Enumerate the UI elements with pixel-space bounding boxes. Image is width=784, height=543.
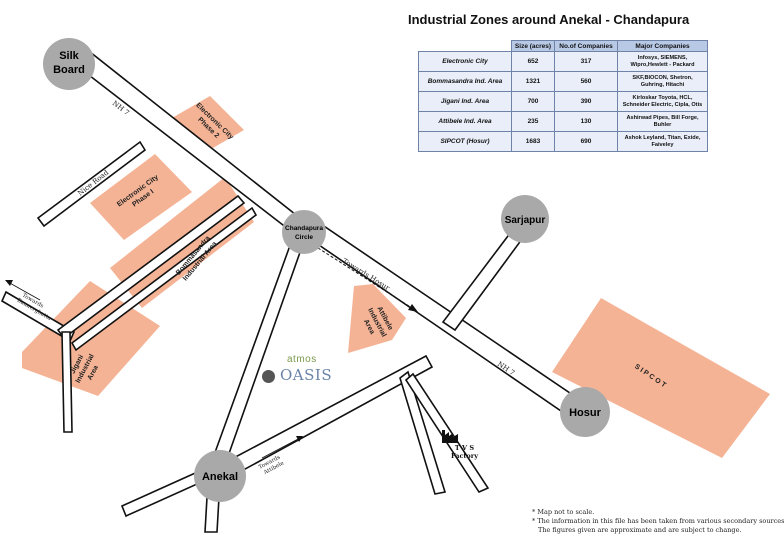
tvs-factory-label: T V S Factory	[451, 444, 478, 460]
towards-bannerghatta-arrow	[7, 281, 41, 301]
zones-table-header-row: Size (acres) No.of Companies Major Compa…	[419, 40, 708, 52]
table-row: Electronic City 652 317 Infosys, SIEMENS…	[418, 51, 708, 72]
node-silk-board[interactable]: Silk Board	[43, 38, 95, 90]
road-nice[interactable]	[36, 140, 147, 228]
table-row: Attibele Ind. Area 235 130 Ashirwad Pipe…	[418, 111, 708, 132]
node-sarjapur-label: Sarjapur	[505, 215, 546, 226]
factory-icon	[442, 430, 458, 443]
road-inner-jigani-2[interactable]	[70, 206, 258, 352]
oasis-logo-main: OASIS	[280, 366, 333, 384]
zones-table-corner	[419, 41, 512, 52]
cell-companies: 317	[554, 51, 618, 72]
cell-size: 700	[511, 91, 555, 112]
towards-hosur-arrowhead	[408, 304, 418, 312]
node-hosur-label: Hosur	[569, 407, 602, 419]
node-chandapura-circle[interactable]: Chandapura Circle	[282, 210, 326, 254]
tvs-factory-label-line-1: T V S	[454, 444, 475, 452]
cell-zone: Bommasandra Ind. Area	[418, 71, 512, 92]
tvs-factory-marker[interactable]: T V S Factory	[441, 428, 481, 464]
cell-companies: 130	[554, 111, 618, 132]
towards-attibele-arrowhead	[296, 436, 303, 442]
node-anekal[interactable]: Anekal	[194, 450, 246, 502]
zone-sipcot[interactable]	[552, 298, 770, 458]
oasis-logo-top: atmos	[287, 354, 317, 365]
cell-major: Ashirwad Pipes, Bill Forge, Buhler	[617, 111, 708, 132]
road-sarjapur[interactable]	[441, 226, 527, 332]
node-silk-board-line-2: Board	[53, 64, 85, 76]
cell-zone: SIPCOT (Hosur)	[418, 131, 512, 152]
col-companies: No.of Companies	[554, 40, 618, 52]
cell-companies: 690	[554, 131, 618, 152]
zones-table: Size (acres) No.of Companies Major Compa…	[418, 40, 708, 152]
cell-zone: Electronic City	[418, 51, 512, 72]
node-anekal-label: Anekal	[202, 471, 238, 483]
note-line: * The information in this file has been …	[532, 517, 784, 525]
cell-companies: 390	[554, 91, 618, 112]
cell-size: 652	[511, 51, 555, 72]
cell-companies: 560	[554, 71, 618, 92]
table-row: SIPCOT (Hosur) 1683 690 Ashok Leyland, T…	[418, 131, 708, 152]
map-title: Industrial Zones around Anekal - Chandap…	[408, 12, 690, 27]
node-hosur[interactable]: Hosur	[560, 387, 610, 437]
cell-size: 1683	[511, 131, 555, 152]
node-silk-board-line-1: Silk	[59, 50, 79, 62]
map-notes: * Map not to scale. * The information in…	[532, 508, 784, 535]
cell-major: Ashok Leyland, Titan, Exide, Faiveley	[617, 131, 708, 152]
table-row: Jigani Ind. Area 700 390 Kirloskar Toyot…	[418, 91, 708, 112]
cell-major: SKF,BIOCON, Shetron, Guhring, Hitachi	[617, 71, 708, 92]
zone-electronic-city-phase-1[interactable]	[90, 154, 192, 240]
note-line: The figures given are approximate and ar…	[538, 526, 742, 534]
zone-attibele[interactable]	[348, 284, 406, 353]
node-chandapura-line-1: Chandapura	[285, 225, 323, 232]
towards-bannerghatta-arrowhead	[5, 280, 13, 286]
road-anekal-west[interactable]	[120, 468, 208, 518]
cell-major: Kirloskar Toyota, HCL, Schneider Electri…	[617, 91, 708, 112]
cell-size: 1321	[511, 71, 555, 92]
atmos-oasis-marker[interactable]: atmos OASIS	[260, 352, 350, 388]
road-inner-vertical[interactable]	[61, 331, 73, 433]
cell-size: 235	[511, 111, 555, 132]
node-sarjapur[interactable]: Sarjapur	[501, 195, 549, 243]
col-size: Size (acres)	[511, 40, 555, 52]
cell-zone: Jigani Ind. Area	[418, 91, 512, 112]
node-chandapura-line-2: Circle	[295, 234, 313, 241]
zone-electronic-city-phase-2[interactable]	[172, 96, 244, 152]
col-major: Major Companies	[617, 40, 708, 52]
tvs-factory-label-line-2: Factory	[451, 452, 478, 460]
towards-hosur-arrow	[317, 247, 413, 309]
cell-zone: Attibele Ind. Area	[418, 111, 512, 132]
towards-attibele-arrow	[261, 437, 301, 459]
note-line: * Map not to scale.	[532, 508, 595, 516]
road-attibele-south-1[interactable]	[399, 370, 447, 495]
location-dot-icon	[262, 370, 275, 383]
road-attibele-south-2[interactable]	[404, 372, 490, 494]
table-row: Bommasandra Ind. Area 1321 560 SKF,BIOCO…	[418, 71, 708, 92]
cell-major: Infosys, SIEMENS, Wipro,Hewlett - Packar…	[617, 51, 708, 72]
